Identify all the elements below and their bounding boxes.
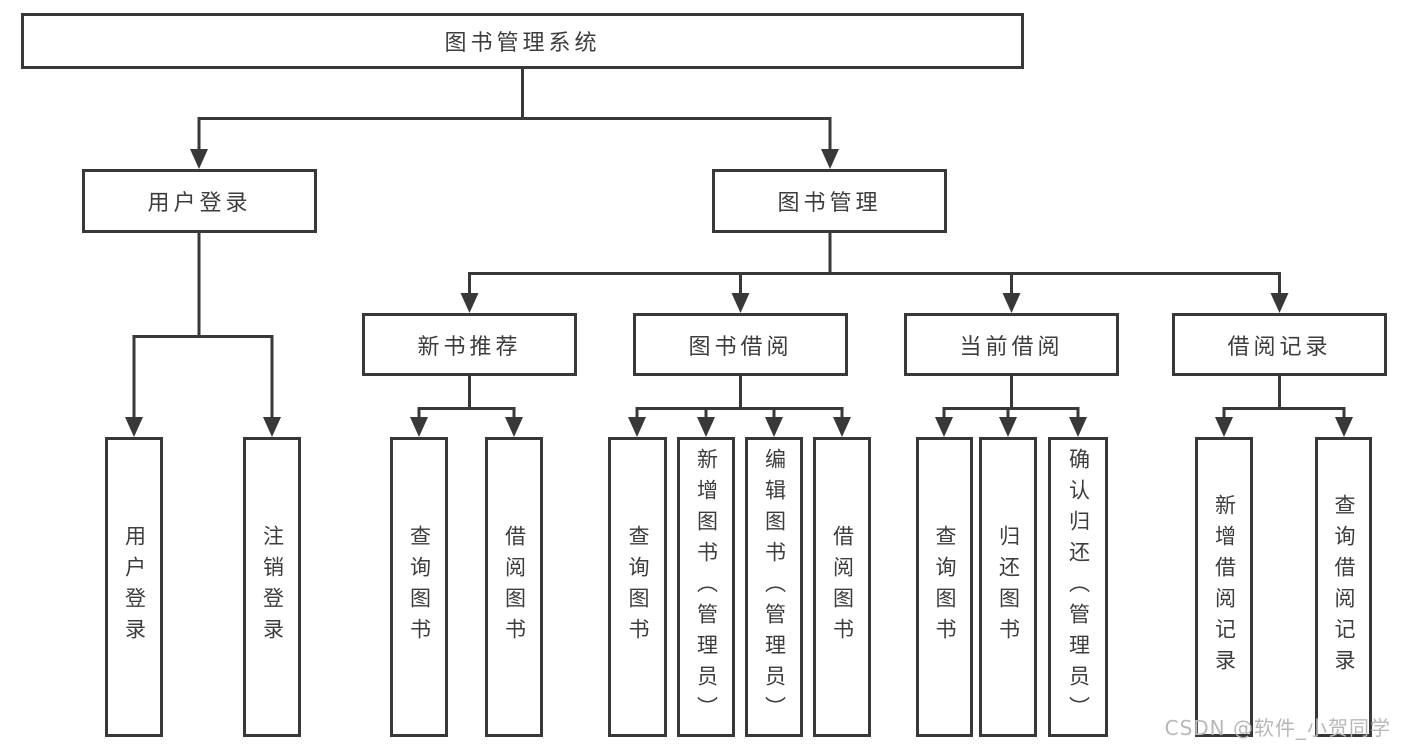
node-confirm-return-admin: 确认归还（管理员） — [1048, 437, 1108, 737]
node-borrow-records: 借阅记录 — [1172, 313, 1387, 376]
node-book-borrowing: 图书借阅 — [633, 313, 848, 376]
node-add-borrow-record: 新增借阅记录 — [1195, 437, 1253, 737]
node-query-borrow-record: 查询借阅记录 — [1315, 437, 1372, 737]
node-user-login-leaf: 用户登录 — [105, 437, 163, 737]
node-return-book: 归还图书 — [979, 437, 1037, 737]
node-query-books-recommend: 查询图书 — [390, 437, 448, 737]
node-borrow-book-recommend: 借阅图书 — [485, 437, 543, 737]
node-borrow-book: 借阅图书 — [813, 437, 871, 737]
node-query-books-borrowing: 查询图书 — [608, 437, 667, 737]
node-new-book-recommend: 新书推荐 — [362, 313, 577, 376]
node-library-management-system: 图书管理系统 — [21, 13, 1024, 69]
node-book-management: 图书管理 — [712, 169, 947, 233]
node-logout: 注销登录 — [243, 437, 301, 737]
node-query-books-current: 查询图书 — [916, 437, 973, 737]
node-edit-book-admin: 编辑图书（管理员） — [745, 437, 803, 737]
node-user-login: 用户登录 — [82, 169, 317, 233]
node-current-borrowing: 当前借阅 — [904, 313, 1119, 376]
node-add-book-admin: 新增图书（管理员） — [677, 437, 735, 737]
csdn-watermark: CSDN @软件_小贺同学 — [1164, 716, 1391, 740]
